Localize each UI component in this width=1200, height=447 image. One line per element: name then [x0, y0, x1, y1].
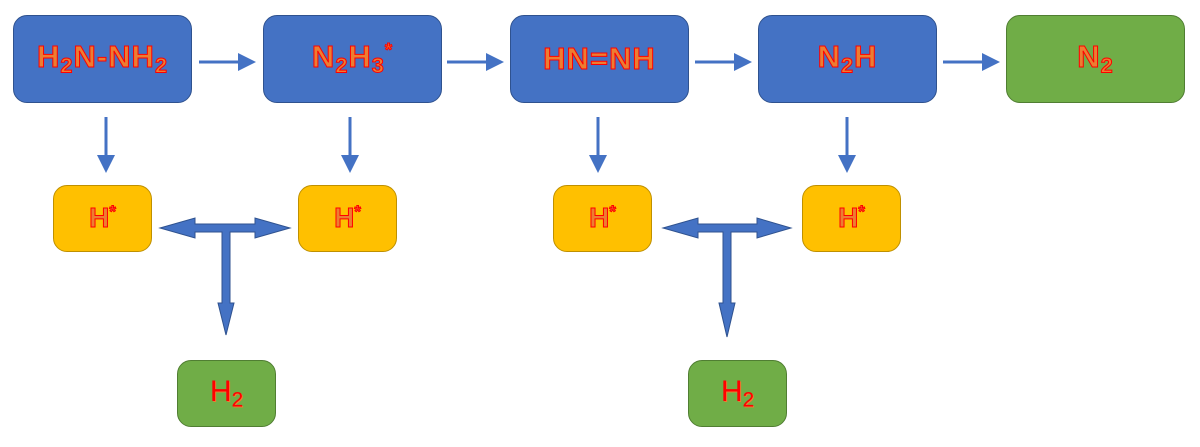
h2-product-2: H2: [688, 360, 787, 427]
h-atom-3: H*: [553, 185, 652, 252]
formula: N2: [1077, 39, 1114, 78]
product-n2: N2: [1006, 15, 1185, 103]
step-n2h: N2H: [758, 15, 937, 103]
formula: N2H: [817, 39, 878, 78]
h-atom-2: H*: [298, 185, 397, 252]
step-diazene: HN=NH: [510, 15, 689, 103]
formula: N2H3*: [311, 39, 394, 79]
step-hydrazine: H2N-NH2: [13, 15, 192, 103]
step-n2h3: N2H3*: [263, 15, 442, 103]
h2-product-1: H2: [177, 360, 276, 427]
combine-arrow-1: [158, 217, 292, 336]
formula: H2N-NH2: [36, 39, 168, 78]
combine-arrow-2: [661, 217, 793, 338]
h-atom-1: H*: [53, 185, 152, 252]
formula: HN=NH: [543, 41, 656, 77]
h-atom-4: H*: [802, 185, 901, 252]
